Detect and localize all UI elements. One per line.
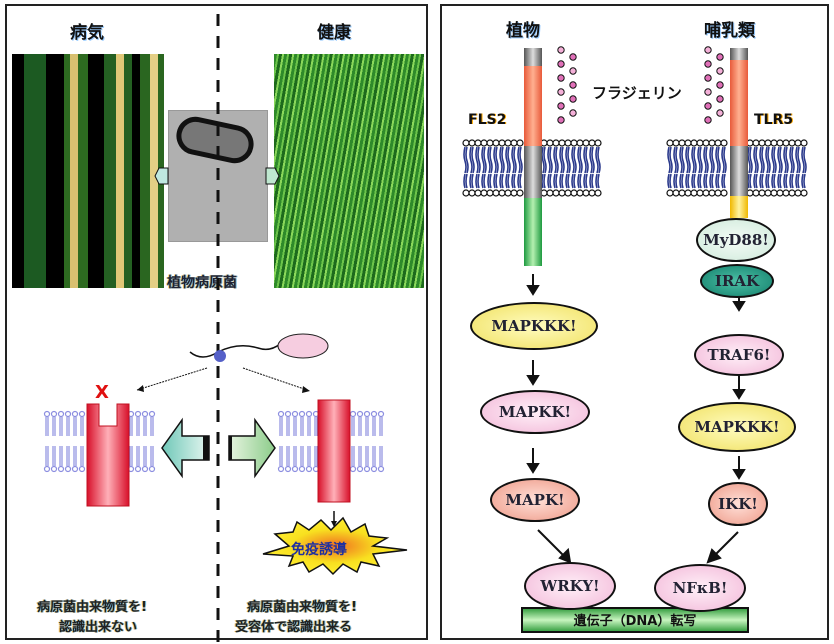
transcription-bar-shape <box>521 607 749 633</box>
x-mark: X <box>95 382 109 403</box>
title-disease: 病気 <box>70 23 104 43</box>
fls2-tm-top <box>524 48 542 66</box>
node-plant-mapkk: MAPKK! <box>480 390 590 434</box>
flagellum <box>189 343 281 358</box>
node-wrky: WRKY! <box>524 562 616 610</box>
title-healthy: 健康 <box>317 23 351 43</box>
arrow-to-diseased <box>154 167 169 185</box>
node-mammal-mapkkk: MAPKKK! <box>678 402 796 452</box>
flagellin-label: フラジェリン <box>592 84 682 102</box>
flagellin-helix-left <box>557 46 577 124</box>
flagellin-helix-right <box>704 46 724 124</box>
title-mammal: 哺乳類 <box>704 21 755 41</box>
immune-burst-shape <box>262 516 408 576</box>
node-nfkb: NFκB! <box>654 564 746 612</box>
caption-right-line2: 受容体で認識出来る <box>235 620 353 635</box>
bacterium-cell <box>277 333 329 359</box>
arrows-layer <box>43 14 408 642</box>
receptor-label-tlr5: TLR5 <box>754 112 793 128</box>
right-panel: 植物 哺乳類 <box>440 4 829 640</box>
tlr5-extracellular <box>730 60 748 146</box>
healthy-rice-image <box>274 54 424 288</box>
caption-left-line1: 病原菌由来物質を! <box>37 600 147 615</box>
mammal-membrane <box>666 139 808 197</box>
immune-burst-label: 免疫誘導 <box>291 542 347 558</box>
arrow-to-right-receptor <box>242 367 308 391</box>
caption-right-line1: 病原菌由来物質を! <box>247 600 357 615</box>
receptor-label-fls2: FLS2 <box>468 112 507 128</box>
fls2-transmembrane <box>524 146 542 198</box>
flagellin-particle <box>214 350 226 362</box>
node-ikk: IKK! <box>708 482 768 526</box>
tlr5-tm-top <box>730 48 748 60</box>
left-panel: 病気 健康 植物病原菌 <box>5 4 428 642</box>
right-membrane <box>277 410 385 473</box>
arrow-to-left-receptor <box>136 367 208 391</box>
fls2-extracellular <box>524 66 542 146</box>
recognition-arrow <box>228 417 276 479</box>
arrow-to-healthy <box>265 167 280 185</box>
right-receptor <box>317 399 351 503</box>
pathway-arrows <box>526 274 746 564</box>
left-receptor <box>86 403 130 507</box>
left-membrane <box>43 410 156 473</box>
tlr5-tir-domain <box>730 196 748 218</box>
node-plant-mapkkk: MAPKKK! <box>470 302 598 350</box>
fls2-cytoplasmic <box>524 198 542 266</box>
node-plant-mapk: MAPK! <box>490 478 580 522</box>
plant-membrane <box>462 139 602 197</box>
title-plant: 植物 <box>506 21 540 41</box>
node-myd88: MyD88! <box>696 218 776 262</box>
tlr5-transmembrane <box>730 146 748 196</box>
node-irak: IRAK <box>700 264 774 298</box>
transcription-bar-label: 遺伝子（DNA）転写 <box>573 614 697 629</box>
blocked-arrow <box>161 417 210 479</box>
node-traf6: TRAF6! <box>694 334 784 376</box>
caption-left-line2: 認識出来ない <box>59 620 138 635</box>
signaling-layer <box>462 46 808 633</box>
diseased-leaf-image <box>12 54 164 288</box>
